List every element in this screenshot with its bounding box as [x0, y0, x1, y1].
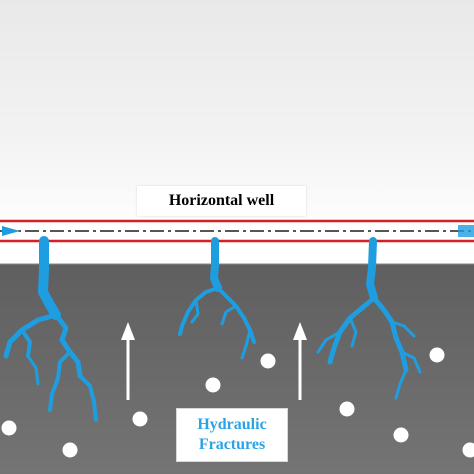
proppant-particle-icon: [462, 442, 474, 458]
horizontal-wellbore: [0, 219, 474, 243]
upward-flow-arrow-icon: [293, 322, 307, 400]
hydraulic-fractures-label: Hydraulic Fractures: [176, 408, 288, 462]
fracture-branch-icon: [316, 237, 422, 400]
proppant-particle-icon: [132, 411, 148, 427]
wellbore-end-marker: [458, 225, 474, 237]
proppant-particle-icon: [339, 401, 355, 417]
proppant-particle-icon: [205, 377, 221, 393]
fracture-branch-icon: [3, 236, 98, 422]
wellbore-flow-arrow-icon: [2, 226, 20, 236]
proppant-particles: [1, 347, 474, 458]
horizontal-well-label: Horizontal well: [137, 186, 306, 216]
upward-flow-arrow-icon: [121, 322, 135, 400]
proppant-particle-icon: [429, 347, 445, 363]
fracture-branch-icon: [178, 237, 256, 360]
proppant-particle-icon: [260, 353, 276, 369]
proppant-particle-icon: [62, 442, 78, 458]
proppant-particle-icon: [1, 420, 17, 436]
proppant-particle-icon: [393, 427, 409, 443]
